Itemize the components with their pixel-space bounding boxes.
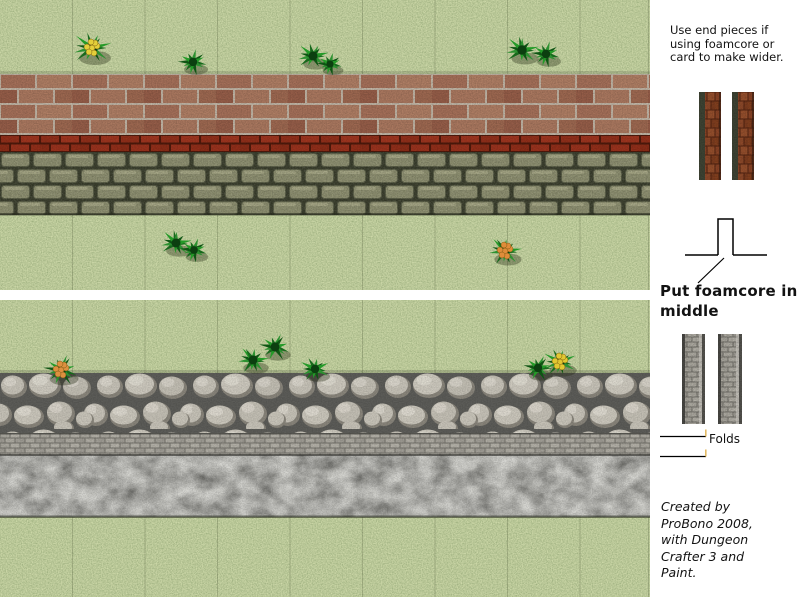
gravel-texture	[0, 433, 650, 455]
wall-top-shadow	[0, 370, 650, 373]
fold-marks	[660, 429, 707, 458]
pointer-line	[697, 257, 725, 284]
credit-line: with Dungeon	[661, 532, 749, 548]
foamcore-instruction: Put foamcore in middle	[660, 281, 801, 321]
instruction-line: middle	[660, 302, 719, 320]
cobblestone-texture	[0, 373, 650, 433]
wall-top-shadow	[0, 71, 650, 74]
end-pieces-note: Use end pieces if using foamcore or card…	[670, 23, 801, 65]
stone-end-piece-1	[682, 334, 705, 424]
brick-end-piece-2	[732, 92, 754, 180]
credit-line: ProBono 2008,	[661, 515, 753, 531]
wall-bottom-shadow	[0, 213, 650, 216]
dark-stone-top-line	[0, 454, 650, 456]
foamcore-diagram	[685, 218, 767, 284]
stone-wall-strip	[0, 300, 650, 597]
foamcore-slot	[717, 218, 734, 255]
note-line: using foamcore or	[670, 36, 775, 51]
wall-bottom-shadow	[0, 515, 650, 518]
dark-stone-texture	[0, 455, 650, 517]
fold-tick	[705, 429, 707, 437]
instruction-line: Put foamcore in	[660, 282, 798, 300]
dark-red-cap-texture	[0, 135, 650, 152]
credit-line: Crafter 3 and	[661, 548, 745, 564]
fold-tick	[705, 449, 707, 457]
stone-end-piece-2	[718, 334, 742, 424]
green-stone-highlight	[0, 152, 650, 215]
credit-line: Created by	[661, 499, 731, 514]
gravel-top-line	[0, 433, 650, 435]
note-line: card to make wider.	[670, 50, 784, 65]
brick-wall-strip	[0, 0, 650, 290]
brick-end-piece-1	[699, 92, 721, 180]
folds-label: Folds	[709, 432, 741, 446]
note-line: Use end pieces if	[670, 23, 769, 37]
red-brick-texture	[0, 74, 650, 135]
credit-line: Paint.	[661, 565, 697, 581]
credit-text: Created by ProBono 2008, with Dungeon Cr…	[661, 499, 796, 582]
